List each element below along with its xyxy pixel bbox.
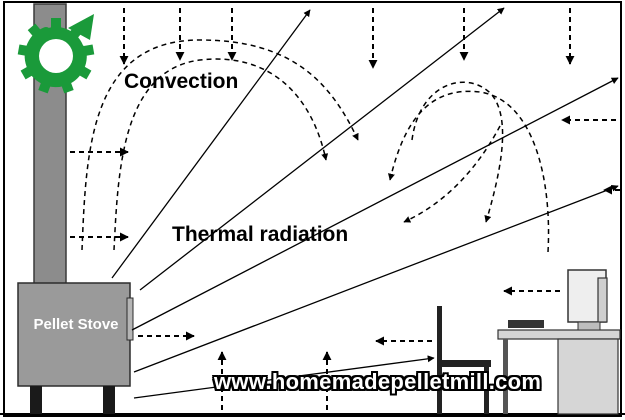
- convection-currents: [81, 39, 550, 253]
- pellet-stove: [17, 282, 134, 414]
- thermal-radiation-label: Thermal radiation: [172, 223, 349, 246]
- convection-label: Convection: [124, 70, 239, 93]
- floor-arrows: [217, 351, 332, 410]
- gear-c-logo: [17, 14, 95, 94]
- wall-arrows: [70, 115, 620, 346]
- chair-icon: [437, 306, 491, 414]
- pellet-stove-label: Pellet Stove: [33, 316, 119, 333]
- desk: [497, 329, 621, 415]
- ceiling-arrows: [119, 8, 575, 69]
- monitor-icon: [508, 269, 608, 331]
- website-watermark: www.homemadepelletmill.com: [214, 369, 542, 394]
- room-outline: [3, 1, 622, 417]
- radiation-rays: [111, 7, 619, 399]
